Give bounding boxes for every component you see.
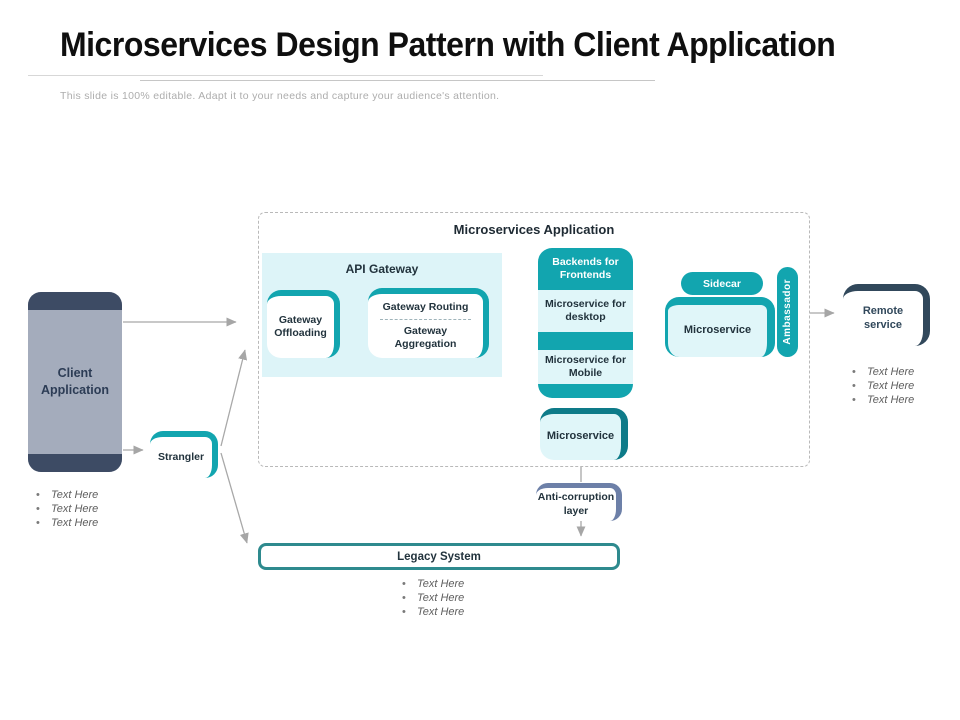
microservice-right-label: Microservice: [683, 324, 752, 337]
bff-separator-band: [538, 332, 633, 350]
microservice-lower-label: Microservice: [546, 430, 615, 443]
client-application-label: Client Application: [40, 366, 110, 397]
microservices-application-title: Microservices Application: [453, 222, 615, 237]
gateway-offloading-label: Gateway Offloading: [274, 313, 327, 339]
legacy-system-node: Legacy System: [258, 543, 620, 570]
bullet-item: Text Here: [34, 502, 98, 516]
bullet-item: Text Here: [34, 488, 98, 502]
strangler-label: Strangler: [157, 450, 205, 463]
anti-corruption-layer-label: Anti-corruption layer: [537, 491, 615, 517]
client-bullet-list: Text Here Text Here Text Here: [34, 488, 98, 530]
strangler-node: Strangler: [150, 431, 218, 478]
page-title: Microservices Design Pattern with Client…: [60, 26, 836, 64]
bullet-item: Text Here: [400, 577, 464, 591]
bullet-item: Text Here: [400, 591, 464, 605]
gateway-divider-line: [380, 318, 471, 320]
sidecar-node: Sidecar: [681, 272, 763, 295]
gateway-routing-node: Gateway Routing Gateway Aggregation: [368, 288, 489, 358]
remote-service-label: Remote service: [862, 304, 904, 331]
microservice-for-mobile-label: Microservice for Mobile: [538, 350, 633, 384]
remote-service-bullet-list: Text Here Text Here Text Here: [850, 365, 914, 407]
ambassador-label: Ambassador: [782, 279, 793, 345]
bullet-item: Text Here: [850, 379, 914, 393]
api-gateway-label: API Gateway: [345, 262, 419, 276]
client-application-node: Client Application: [28, 292, 122, 472]
title-divider-line: [28, 75, 543, 76]
backends-for-frontends-node: Backends for Frontends Microservice for …: [538, 248, 633, 398]
gateway-offloading-node: Gateway Offloading: [267, 290, 340, 358]
legacy-bullet-list: Text Here Text Here Text Here: [400, 577, 464, 619]
slide-subtitle: This slide is 100% editable. Adapt it to…: [60, 90, 500, 102]
microservice-for-desktop-label: Microservice for desktop: [538, 290, 633, 332]
anti-corruption-layer-node: Anti-corruption layer: [536, 483, 622, 521]
bullet-item: Text Here: [400, 605, 464, 619]
bullet-item: Text Here: [850, 365, 914, 379]
microservice-node-right: Microservice: [665, 297, 775, 357]
remote-service-node: Remote service: [843, 284, 930, 346]
phone-bottom-band: [28, 454, 122, 472]
gateway-routing-label: Gateway Routing: [382, 300, 469, 313]
microservice-node-lower: Microservice: [540, 408, 628, 460]
bff-header-label: Backends for Frontends: [552, 255, 619, 281]
legacy-system-label: Legacy System: [397, 550, 481, 563]
bullet-item: Text Here: [34, 516, 98, 530]
gateway-aggregation-label: Gateway Aggregation: [394, 324, 457, 351]
phone-top-band: [28, 292, 122, 310]
title-divider-line-2: [140, 80, 655, 81]
sidecar-label: Sidecar: [703, 277, 741, 290]
ambassador-node: Ambassador: [777, 267, 798, 357]
bullet-item: Text Here: [850, 393, 914, 407]
